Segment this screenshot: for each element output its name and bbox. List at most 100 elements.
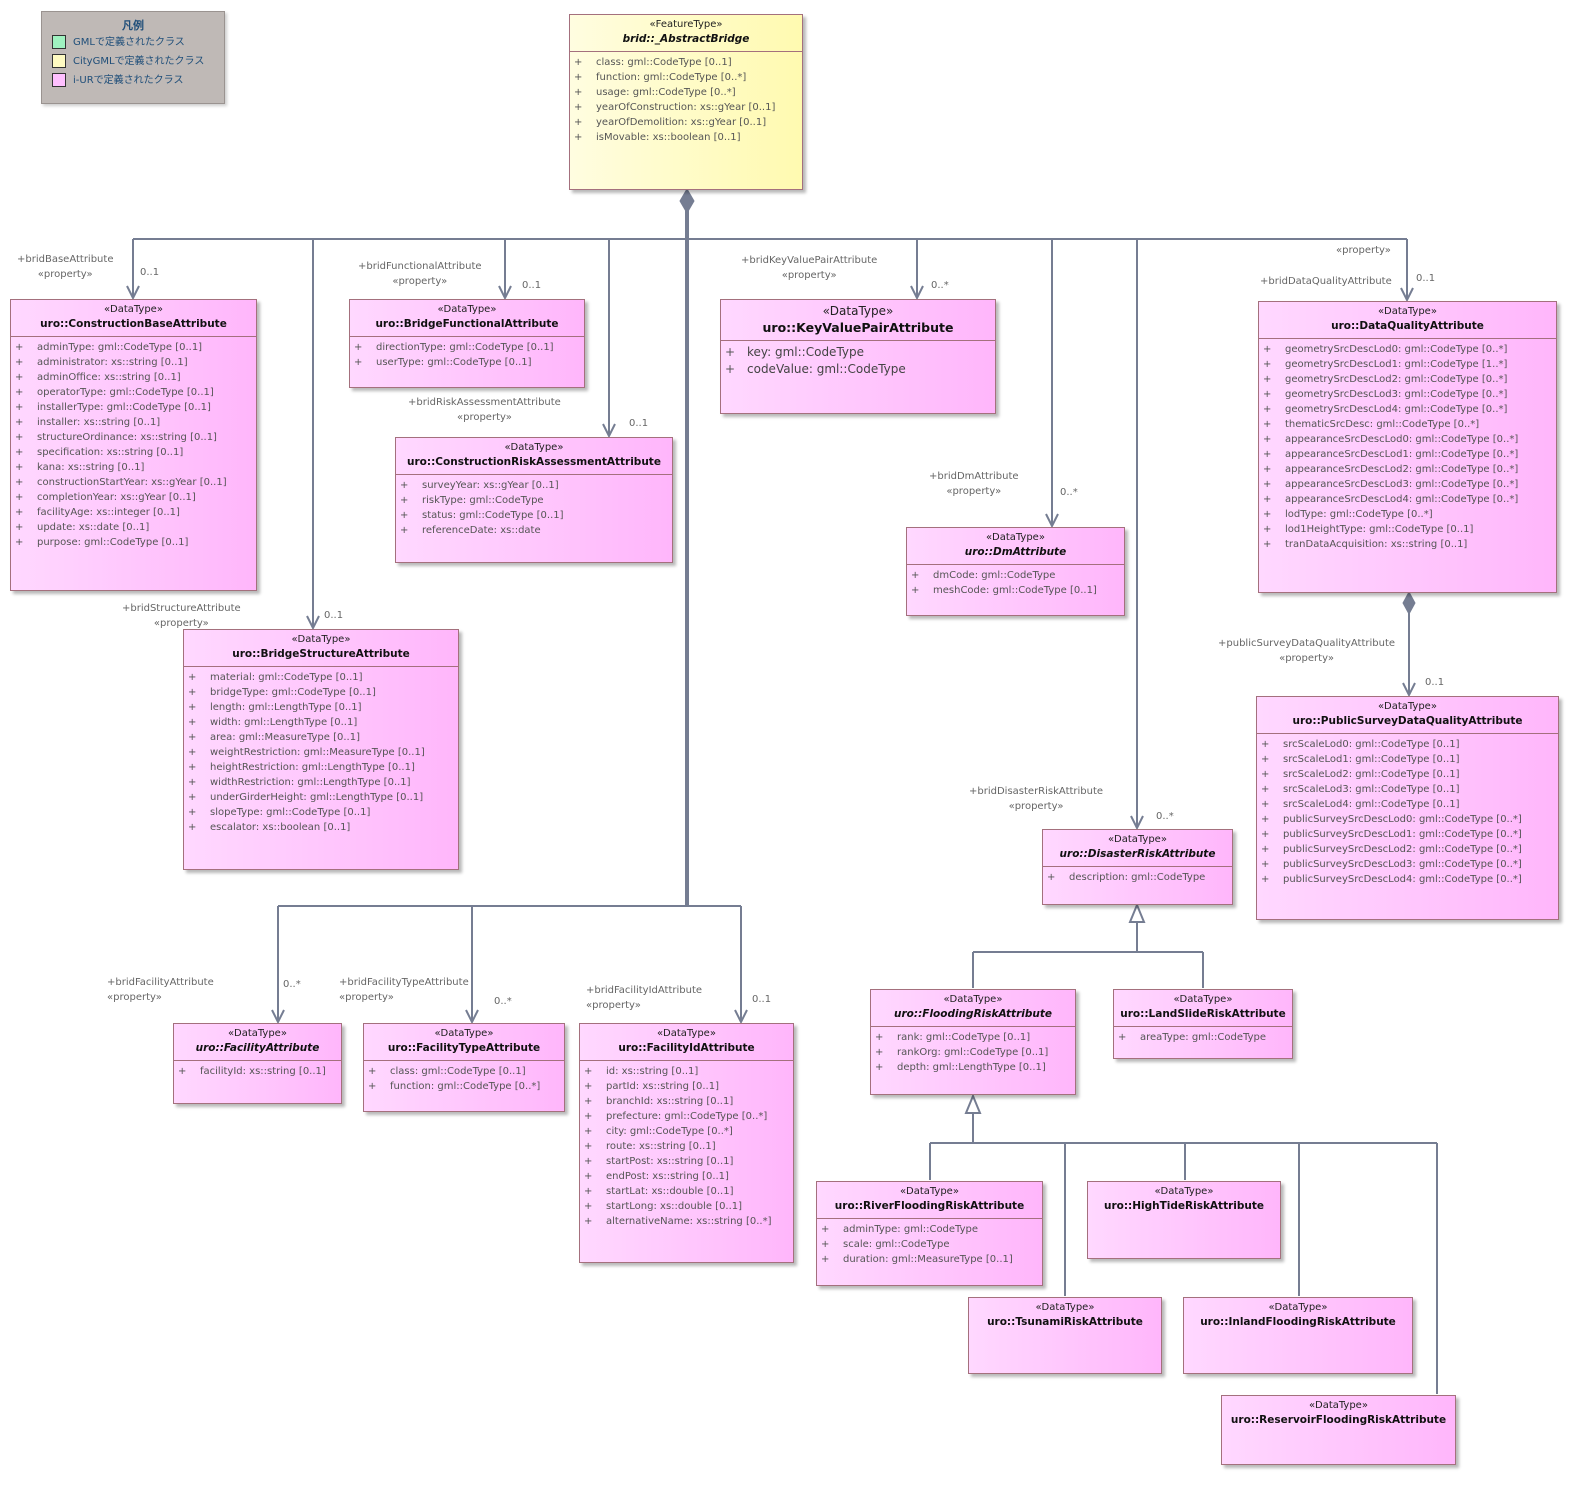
class-disaster-risk-attribute[interactable]: «DataType»uro::DisasterRiskAttributedesc… — [1042, 829, 1233, 905]
attribute: areaType: gml::CodeType — [1114, 1030, 1292, 1045]
class-reservoir-flooding-risk-attribute[interactable]: «DataType»uro::ReservoirFloodingRiskAttr… — [1221, 1395, 1456, 1465]
multiplicity-facilityid: 0..1 — [752, 994, 772, 1005]
role-name: +bridFacilityIdAttribute — [586, 985, 703, 996]
class-flooding-risk-attribute[interactable]: «DataType»uro::FloodingRiskAttributerank… — [870, 989, 1076, 1095]
class-name: uro::ConstructionBaseAttribute — [40, 318, 227, 330]
attribute: scale: gml::CodeType — [817, 1237, 1042, 1252]
generalization-flooding — [929, 1113, 1438, 1394]
class-name: uro::FacilityTypeAttribute — [387, 1042, 541, 1054]
role-name-dataquality: +bridDataQualityAttribute — [1260, 276, 1392, 287]
attribute: rankOrg: gml::CodeType [0..1] — [871, 1045, 1075, 1060]
attribute: appearanceSrcDescLod4: gml::CodeType [0.… — [1259, 492, 1556, 507]
class-facility-id-attribute[interactable]: «DataType»uro::FacilityIdAttributeid: xs… — [579, 1023, 794, 1263]
class-header: «DataType»uro::ConstructionRiskAssessmen… — [396, 438, 672, 475]
attribute-list: srcScaleLod0: gml::CodeType [0..1]srcSca… — [1257, 734, 1558, 887]
class-public-survey-data-quality-attribute[interactable]: «DataType»uro::PublicSurveyDataQualityAt… — [1256, 696, 1559, 920]
class-name: uro::ReservoirFloodingRiskAttribute — [1230, 1414, 1447, 1426]
class-header: «DataType»uro::FloodingRiskAttribute — [871, 990, 1075, 1027]
class-header: «DataType»uro::ConstructionBaseAttribute — [11, 300, 256, 337]
attribute: appearanceSrcDescLod2: gml::CodeType [0.… — [1259, 462, 1556, 477]
role-name: +bridStructureAttribute — [122, 603, 241, 614]
class-land-slide-risk-attribute[interactable]: «DataType»uro::LandSlideRiskAttributeare… — [1113, 989, 1293, 1059]
attribute: installer: xs::string [0..1] — [11, 415, 256, 430]
legend-label: GMLで定義されたクラス — [73, 37, 185, 48]
class-construction-risk-assessment-attribute[interactable]: «DataType»uro::ConstructionRiskAssessmen… — [395, 437, 673, 563]
role-label-facilitytype: +bridFacilityTypeAttribute «property» — [339, 975, 469, 1005]
class-header: «DataType»uro::InlandFloodingRiskAttribu… — [1184, 1298, 1412, 1334]
attribute: srcScaleLod0: gml::CodeType [0..1] — [1257, 737, 1558, 752]
attribute: riskType: gml::CodeType — [396, 493, 672, 508]
multiplicity-publicsurvey: 0..1 — [1425, 677, 1445, 688]
attribute: weightRestriction: gml::MeasureType [0..… — [184, 745, 458, 760]
attribute: geometrySrcDescLod3: gml::CodeType [0..*… — [1259, 387, 1556, 402]
class-name: uro::HighTideRiskAttribute — [1103, 1200, 1265, 1212]
attribute: srcScaleLod4: gml::CodeType [0..1] — [1257, 797, 1558, 812]
attribute: operatorType: gml::CodeType [0..1] — [11, 385, 256, 400]
class-header: «DataType»uro::FacilityAttribute — [174, 1024, 341, 1061]
attribute: isMovable: xs::boolean [0..1] — [570, 130, 802, 145]
generalization-triangle — [1128, 902, 1146, 923]
class-river-flooding-risk-attribute[interactable]: «DataType»uro::RiverFloodingRiskAttribut… — [816, 1181, 1043, 1286]
attribute: publicSurveySrcDescLod0: gml::CodeType [… — [1257, 812, 1558, 827]
class-name: uro::ConstructionRiskAssessmentAttribute — [407, 456, 661, 468]
attribute: depth: gml::LengthType [0..1] — [871, 1060, 1075, 1075]
arrowhead — [734, 1009, 748, 1025]
role-name: +bridKeyValuePairAttribute — [741, 255, 878, 266]
legend-swatch-gml — [52, 35, 66, 49]
class-construction-base-attribute[interactable]: «DataType»uro::ConstructionBaseAttribute… — [10, 299, 257, 591]
role-stereotype: «property» — [37, 269, 93, 280]
multiplicity-base: 0..1 — [140, 267, 160, 278]
class-header: «DataType»uro::FacilityIdAttribute — [580, 1024, 793, 1061]
attribute: appearanceSrcDescLod3: gml::CodeType [0.… — [1259, 477, 1556, 492]
multiplicity-risk: 0..1 — [629, 418, 649, 429]
class-bridge-functional-attribute[interactable]: «DataType»uro::BridgeFunctionalAttribute… — [349, 299, 585, 388]
attribute: route: xs::string [0..1] — [580, 1139, 793, 1154]
class-name: uro::RiverFloodingRiskAttribute — [834, 1200, 1025, 1212]
attribute: prefecture: gml::CodeType [0..*] — [580, 1109, 793, 1124]
class-stereotype: «DataType» — [437, 304, 497, 315]
class-bridge-structure-attribute[interactable]: «DataType»uro::BridgeStructureAttributem… — [183, 629, 459, 870]
class-tsunami-risk-attribute[interactable]: «DataType»uro::TsunamiRiskAttribute — [968, 1297, 1162, 1374]
class-dm-attribute[interactable]: «DataType»uro::DmAttributedmCode: gml::C… — [906, 527, 1125, 616]
multiplicity-facility: 0..* — [283, 979, 301, 990]
generalization-triangle — [964, 1093, 982, 1114]
class-high-tide-risk-attribute[interactable]: «DataType»uro::HighTideRiskAttribute — [1087, 1181, 1281, 1259]
attribute: codeValue: gml::CodeType — [721, 361, 995, 378]
arrowhead — [1045, 513, 1059, 529]
attribute: duration: gml::MeasureType [0..1] — [817, 1252, 1042, 1267]
class-name: uro::PublicSurveyDataQualityAttribute — [1292, 715, 1523, 727]
class-inland-flooding-risk-attribute[interactable]: «DataType»uro::InlandFloodingRiskAttribu… — [1183, 1297, 1413, 1374]
attribute: yearOfDemolition: xs::gYear [0..1] — [570, 115, 802, 130]
class-stereotype: «DataType» — [1154, 1186, 1214, 1197]
role-name: +bridDisasterRiskAttribute — [969, 786, 1104, 797]
arrowhead — [465, 1009, 479, 1025]
role-label-functional: +bridFunctionalAttribute «property» — [358, 259, 482, 289]
class-stereotype: «DataType» — [1309, 1400, 1368, 1411]
class-key-value-pair-attribute[interactable]: «DataType»uro::KeyValuePairAttributekey:… — [720, 299, 996, 414]
attribute: srcScaleLod3: gml::CodeType [0..1] — [1257, 782, 1558, 797]
class-header: «DataType»uro::RiverFloodingRiskAttribut… — [817, 1182, 1042, 1219]
attribute-list: class: gml::CodeType [0..1]function: gml… — [364, 1061, 564, 1094]
attribute: directionType: gml::CodeType [0..1] — [350, 340, 584, 355]
class-data-quality-attribute[interactable]: «DataType»uro::DataQualityAttributegeome… — [1258, 301, 1557, 593]
attribute-list: id: xs::string [0..1]partId: xs::string … — [580, 1061, 793, 1229]
class-name: uro::DataQualityAttribute — [1331, 320, 1484, 332]
class-abstract-bridge[interactable]: «FeatureType»brid::_AbstractBridgeclass:… — [569, 14, 803, 190]
attribute: appearanceSrcDescLod0: gml::CodeType [0.… — [1259, 432, 1556, 447]
role-name: +bridBaseAttribute — [17, 254, 114, 265]
multiplicity-structure: 0..1 — [324, 610, 344, 621]
attribute: publicSurveySrcDescLod3: gml::CodeType [… — [1257, 857, 1558, 872]
role-stereotype: «property» — [456, 412, 512, 423]
legend: 凡例 GMLで定義されたクラス CityGMLで定義されたクラス i-URで定義… — [41, 11, 225, 104]
attribute: status: gml::CodeType [0..1] — [396, 508, 672, 523]
attribute: lod1HeightType: gml::CodeType [0..1] — [1259, 522, 1556, 537]
class-facility-attribute[interactable]: «DataType»uro::FacilityAttributefacility… — [173, 1023, 342, 1104]
attribute: dmCode: gml::CodeType — [907, 568, 1124, 583]
legend-item-gml: GMLで定義されたクラス — [42, 33, 224, 52]
role-label-publicsurvey: +publicSurveyDataQualityAttribute «prope… — [1218, 636, 1395, 666]
class-facility-type-attribute[interactable]: «DataType»uro::FacilityTypeAttributeclas… — [363, 1023, 565, 1112]
class-stereotype: «DataType» — [943, 994, 1003, 1005]
arrowhead — [602, 423, 616, 439]
attribute: meshCode: gml::CodeType [0..1] — [907, 583, 1124, 598]
attribute: srcScaleLod2: gml::CodeType [0..1] — [1257, 767, 1558, 782]
